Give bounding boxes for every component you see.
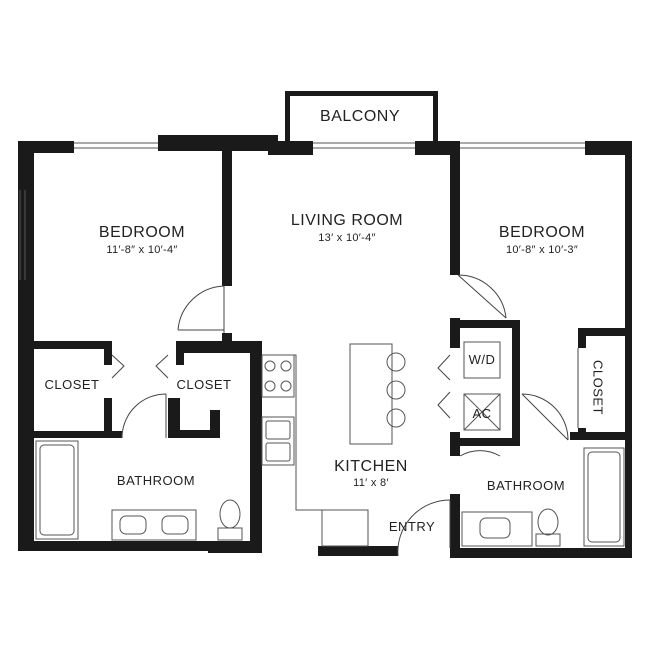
bedroom-right-dims: 10′-8″ x 10′-3″: [505, 244, 579, 256]
closet-left-1-label: CLOSET: [44, 377, 100, 392]
balcony-label: BALCONY: [320, 108, 400, 125]
walls: [18, 91, 632, 558]
kitchen-dims: 11′ x 8′: [353, 477, 389, 489]
bedroom-right-label: BEDROOM: [498, 224, 586, 241]
washer-dryer-label: W/D: [468, 352, 496, 367]
kitchen-fixtures: [261, 343, 406, 547]
ac-label: AC: [472, 406, 492, 421]
living-room-label: LIVING ROOM: [290, 212, 404, 229]
closet-left-2-label: CLOSET: [176, 377, 232, 392]
door-swings: [111, 274, 579, 557]
bathroom-right-fixtures: [461, 447, 625, 547]
bathroom-left-label: BATHROOM: [116, 473, 196, 488]
bathroom-right-label: BATHROOM: [486, 478, 566, 493]
entry-label: ENTRY: [388, 519, 436, 534]
living-room-dims: 13′ x 10′-4″: [318, 232, 376, 244]
bathroom-left-fixtures: [35, 440, 243, 541]
bedroom-left-dims: 11′-8″ x 10′-4″: [106, 244, 178, 256]
utility-boxes: [463, 341, 501, 431]
bedroom-left-label: BEDROOM: [98, 224, 186, 241]
windows: [19, 142, 585, 280]
kitchen-label: KITCHEN: [334, 458, 408, 475]
closet-right-label: CLOSET: [590, 359, 606, 415]
